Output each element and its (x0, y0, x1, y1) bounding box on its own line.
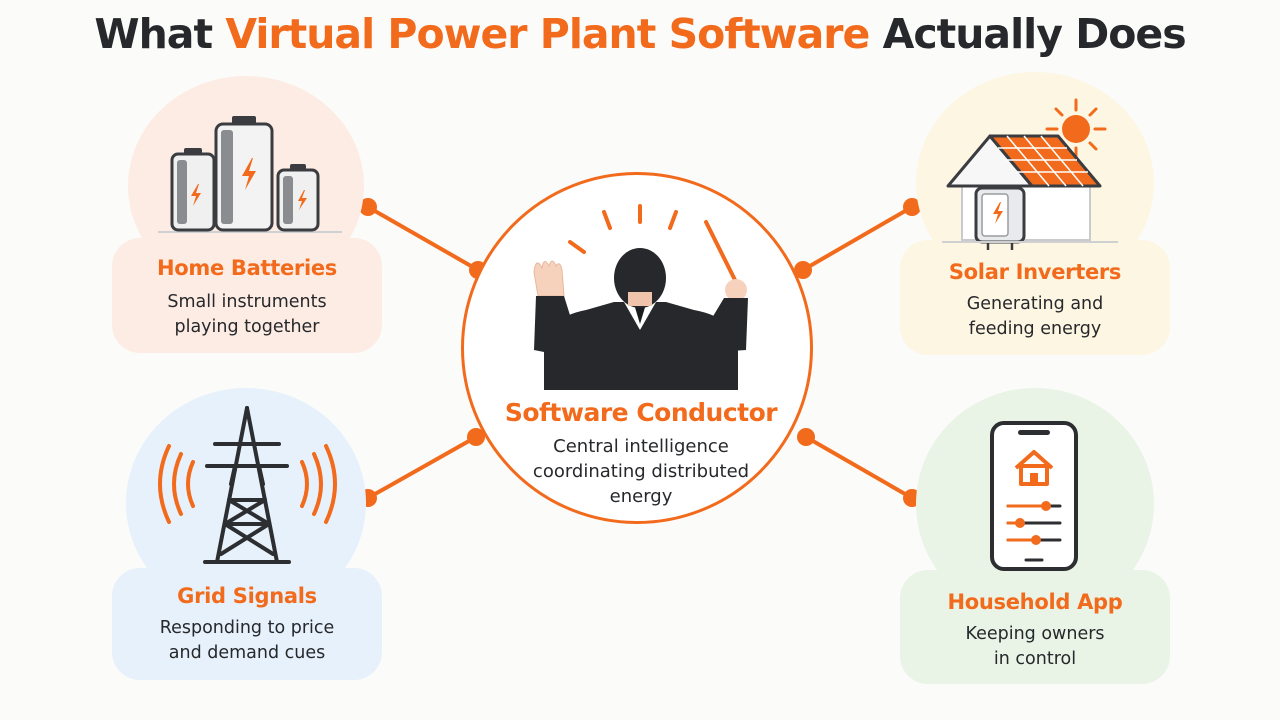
conductor-icon (533, 204, 748, 390)
page-title: What Virtual Power Plant Software Actual… (0, 4, 1280, 64)
solar-inverters-label: Solar Inverters (948, 260, 1122, 284)
dot-solar-inverters-inner (794, 261, 812, 279)
dot-solar-inverters-outer (903, 198, 921, 216)
dot-household-app-inner (797, 428, 815, 446)
battery-icon (158, 116, 342, 233)
grid-signals-label: Grid Signals (177, 584, 317, 608)
title-part-1: What (94, 10, 226, 58)
center-description: Central intelligence coordinating distri… (532, 436, 750, 507)
solar-inverters-description: Generating and feeding energy (966, 294, 1104, 339)
home-batteries-panel: Home Batteries Small instruments playing… (112, 238, 382, 353)
solar-inverters-panel: Solar Inverters Generating and feeding e… (900, 240, 1170, 355)
transmission-tower-icon (158, 406, 337, 564)
grid-signals-description: Responding to price and demand cues (159, 618, 335, 663)
dot-grid-signals-inner (467, 428, 485, 446)
title-part-2: Actually Does (869, 10, 1187, 58)
connector-home-batteries (366, 205, 480, 272)
center-label: Software Conductor (504, 398, 778, 427)
home-batteries-description: Small instruments playing together (167, 292, 327, 337)
signal-waves-icon (158, 444, 337, 524)
home-icon (1014, 450, 1054, 486)
title-accent: Virtual Power Plant Software (225, 10, 870, 58)
household-app-label: Household App (947, 590, 1123, 614)
household-app-panel: Household App Keeping owners in control (900, 570, 1170, 684)
dot-home-batteries-outer (359, 198, 377, 216)
connector-solar-inverters (801, 205, 914, 272)
grid-signals-panel: Grid Signals Responding to price and dem… (112, 568, 382, 680)
household-app-description: Keeping owners in control (965, 624, 1105, 669)
smartphone-app-icon (990, 421, 1078, 571)
home-batteries-label: Home Batteries (156, 256, 338, 280)
solar-house-icon (942, 98, 1118, 250)
software-conductor-ring (461, 172, 813, 524)
connector-household-app (804, 435, 914, 500)
connector-grid-signals (366, 435, 478, 500)
